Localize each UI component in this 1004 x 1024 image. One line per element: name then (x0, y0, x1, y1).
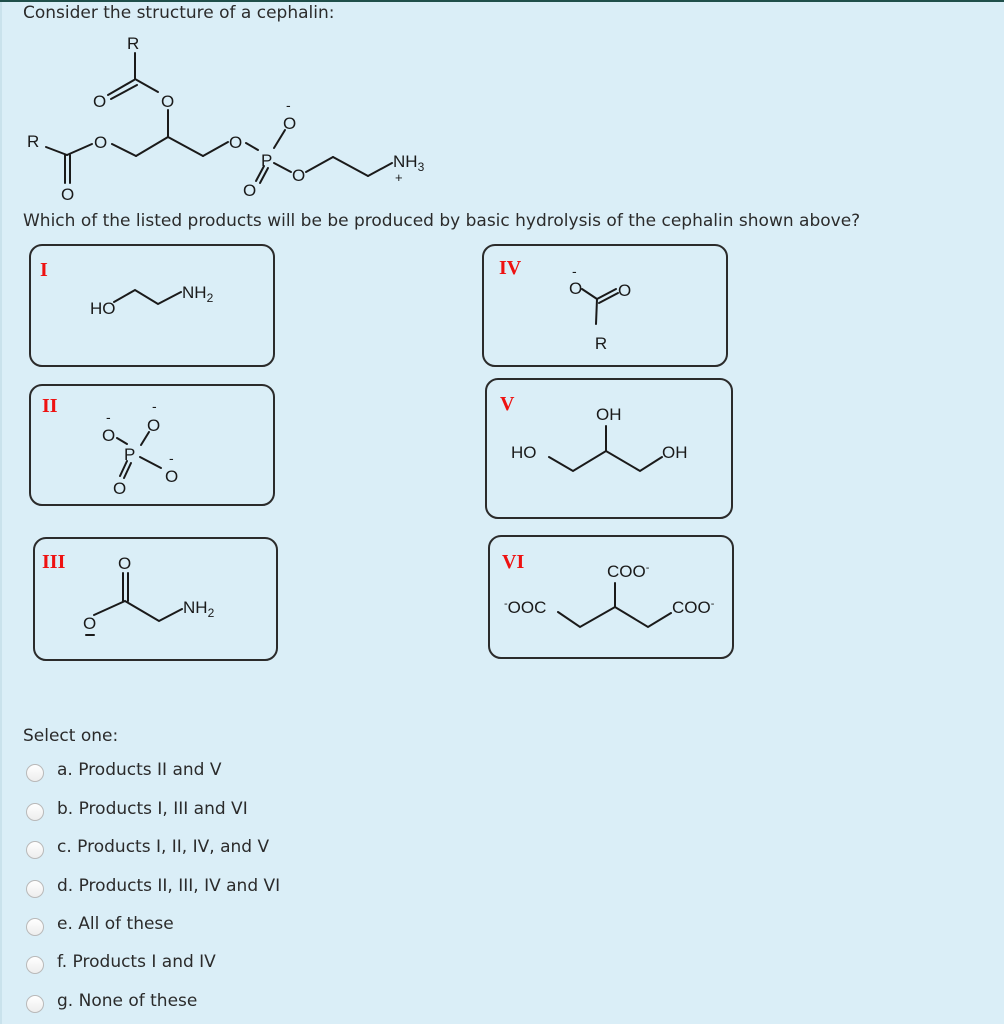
cephalin-o-ester-top: O (161, 92, 174, 111)
option-b-label[interactable]: b. Products I, III and VI (57, 799, 248, 819)
product-ii-o-top: O (147, 416, 160, 435)
product-iv-r: R (595, 334, 607, 353)
cephalin-o-double: O (243, 181, 256, 200)
product-iv-o-minus: O (569, 279, 582, 298)
cephalin-plus-sign: + (395, 170, 403, 185)
product-numeral-ii: II (42, 395, 58, 417)
question-intro: Consider the structure of a cephalin: (23, 3, 335, 23)
product-vi-ooc-left: -OOC (504, 598, 546, 617)
product-iii-structure: O O NH2 (83, 554, 215, 636)
product-iii-o-top: O (118, 554, 131, 573)
cephalin-structure: R O O R O O O O - P O O NH3 + (27, 34, 425, 204)
product-numeral-i: I (40, 259, 48, 281)
cephalin-o-link: O (229, 133, 242, 152)
cephalin-o-ester-left: O (94, 133, 107, 152)
product-ii-structure: O - O - P O - O (102, 398, 178, 498)
cephalin-o-ethyl: O (292, 166, 305, 185)
product-iii-nh2: NH2 (183, 598, 215, 620)
option-g[interactable]: g. None of these (26, 988, 197, 1014)
radio-button-d[interactable] (26, 880, 44, 898)
cephalin-o-carbonyl-top: O (93, 92, 106, 111)
product-i-nh2: NH2 (182, 283, 214, 305)
product-ii-minus-top: - (152, 398, 157, 414)
product-vi-coo-top: COO- (607, 562, 650, 581)
product-box-iii: III O O NH2 (33, 537, 278, 661)
product-ii-o-right: O (165, 467, 178, 486)
product-v-oh-right: OH (662, 443, 688, 462)
option-a-label[interactable]: a. Products II and V (57, 760, 222, 780)
cephalin-o-minus: O (283, 114, 296, 133)
option-f[interactable]: f. Products I and IV (26, 949, 216, 975)
product-numeral-v: V (500, 393, 515, 415)
product-numeral-vi: VI (502, 551, 525, 573)
product-box-iv: IV O - O R (482, 244, 728, 367)
option-c-label[interactable]: c. Products I, II, IV, and V (57, 837, 270, 857)
product-box-vi: VI COO- -OOC COO- (488, 535, 734, 659)
product-numeral-iii: III (42, 551, 66, 573)
product-numeral-iv: IV (499, 257, 522, 279)
cephalin-nh3: NH3 (393, 152, 425, 174)
left-border (0, 2, 2, 1024)
cephalin-r-top: R (127, 34, 139, 53)
option-b[interactable]: b. Products I, III and VI (26, 796, 248, 822)
cephalin-r-left: R (27, 132, 39, 151)
select-one-label: Select one: (23, 726, 119, 746)
product-ii-o-left: O (102, 426, 115, 445)
radio-button-g[interactable] (26, 995, 44, 1013)
product-box-i: I HO NH2 (29, 244, 275, 367)
option-e-label[interactable]: e. All of these (57, 914, 174, 934)
radio-button-c[interactable] (26, 841, 44, 859)
product-box-v: V OH HO OH (485, 378, 733, 519)
product-iv-minus: - (572, 263, 577, 279)
option-d[interactable]: d. Products II, III, IV and VI (26, 873, 280, 899)
top-border (0, 0, 1004, 2)
option-f-label[interactable]: f. Products I and IV (57, 952, 216, 972)
product-ii-minus-left: - (106, 409, 111, 425)
product-iv-o-double: O (618, 281, 631, 300)
cephalin-minus-sign: - (286, 97, 291, 113)
radio-button-a[interactable] (26, 764, 44, 782)
cephalin-bonds (45, 52, 393, 184)
product-vi-coo-right: COO- (672, 598, 715, 617)
product-box-ii: II O - O - P O - O (29, 384, 275, 506)
cephalin-p: P (261, 151, 272, 170)
product-ii-o-double: O (113, 479, 126, 498)
option-d-label[interactable]: d. Products II, III, IV and VI (57, 876, 281, 896)
option-a[interactable]: a. Products II and V (26, 757, 221, 783)
product-i-ho: HO (90, 299, 116, 318)
product-v-oh-top: OH (596, 405, 622, 424)
product-v-structure: OH HO OH (511, 405, 688, 473)
product-iv-structure: O - O R (569, 263, 631, 353)
question-prompt: Which of the listed products will be be … (23, 211, 861, 231)
option-c[interactable]: c. Products I, II, IV, and V (26, 834, 269, 860)
option-g-label[interactable]: g. None of these (57, 991, 198, 1011)
option-e[interactable]: e. All of these (26, 911, 174, 937)
product-iii-o-bottom: O (83, 614, 96, 633)
product-ii-p: P (124, 445, 135, 464)
radio-button-f[interactable] (26, 956, 44, 974)
product-vi-structure: COO- -OOC COO- (504, 562, 715, 629)
product-i-structure: HO NH2 (90, 283, 214, 318)
product-ii-minus-right: - (169, 450, 174, 466)
radio-button-e[interactable] (26, 918, 44, 936)
cephalin-o-carbonyl-left: O (61, 185, 74, 204)
radio-button-b[interactable] (26, 803, 44, 821)
product-v-ho-left: HO (511, 443, 537, 462)
